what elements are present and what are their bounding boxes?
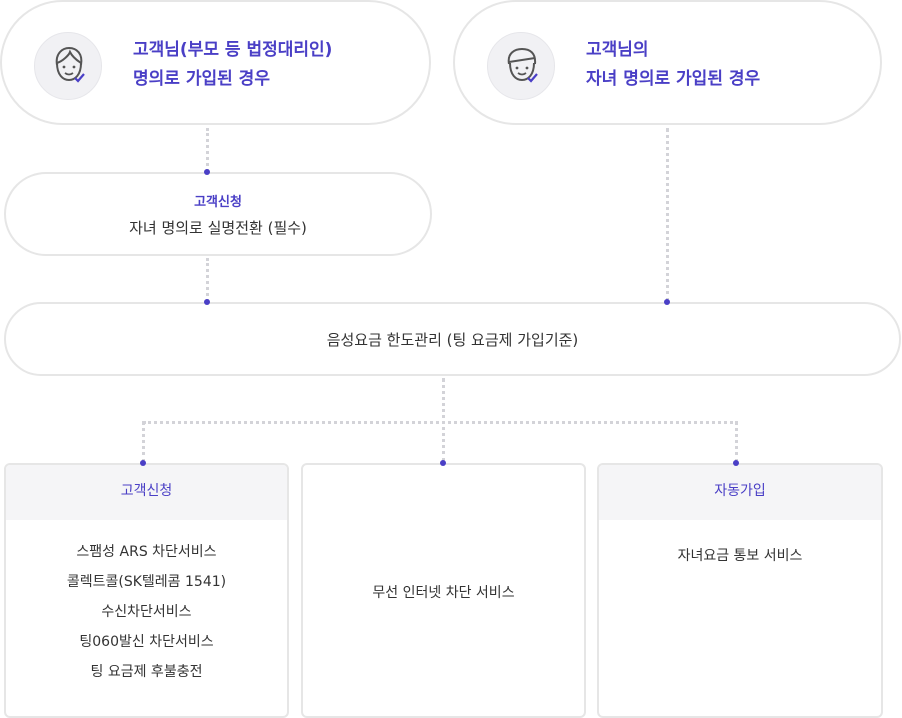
connector-dot	[204, 169, 210, 175]
service-list: 스팸성 ARS 차단서비스 콜렉트콜(SK텔레콤 1541) 수신차단서비스 팅…	[6, 520, 287, 687]
connector-branch-left	[142, 421, 145, 463]
list-item: 자녀요금 통보 서비스	[677, 548, 803, 564]
list-item: 수신차단서비스	[101, 604, 192, 620]
list-item: 팅060발신 차단서비스	[79, 634, 214, 650]
list-item: 스팸성 ARS 차단서비스	[76, 544, 217, 560]
list-item: 무선 인터넷 차단 서비스	[372, 585, 515, 601]
case-child-line1: 고객님의	[586, 40, 649, 60]
connector-right	[666, 128, 669, 302]
case-parent-pill: 고객님(부모 등 법정대리인) 명의로 가입된 경우	[0, 0, 431, 125]
connector-dot	[140, 460, 146, 466]
service-box-internet: 무선 인터넷 차단 서비스	[301, 463, 586, 718]
case-parent-text: 고객님(부모 등 법정대리인) 명의로 가입된 경우	[133, 36, 332, 94]
connector-left-top	[206, 128, 209, 172]
connector-dot	[664, 299, 670, 305]
box-header: 자동가입	[599, 465, 881, 520]
avatar	[487, 32, 555, 100]
service-box-auto: 자동가입 자녀요금 통보 서비스	[597, 463, 883, 718]
connector-dot	[204, 299, 210, 305]
name-transfer-text: 자녀 명의로 실명전환 (필수)	[129, 219, 307, 237]
list-item: 콜렉트콜(SK텔레콤 1541)	[66, 574, 227, 590]
voice-limit-text: 음성요금 한도관리 (팅 요금제 가입기준)	[326, 331, 579, 349]
case-child-line2: 자녀 명의로 가입된 경우	[586, 69, 761, 89]
person-check-icon	[507, 47, 538, 83]
connector-dot	[733, 460, 739, 466]
connector-center-down	[442, 378, 445, 462]
case-child-text: 고객님의 자녀 명의로 가입된 경우	[586, 36, 760, 94]
connector-horizontal	[143, 421, 738, 424]
case-child-pill: 고객님의 자녀 명의로 가입된 경우	[453, 0, 882, 125]
service-list: 자녀요금 통보 서비스	[599, 520, 881, 571]
connector-branch-right	[735, 421, 738, 463]
name-transfer-pill: 고객신청 자녀 명의로 실명전환 (필수)	[4, 172, 432, 256]
box-header: 고객신청	[6, 465, 287, 520]
name-transfer-tag: 고객신청	[194, 195, 242, 210]
list-item: 팅 요금제 후불충전	[90, 664, 203, 680]
service-box-customer: 고객신청 스팸성 ARS 차단서비스 콜렉트콜(SK텔레콤 1541) 수신차단…	[4, 463, 289, 718]
case-parent-line2: 명의로 가입된 경우	[133, 69, 270, 89]
avatar	[34, 32, 102, 100]
connector-left-mid	[206, 258, 209, 302]
voice-limit-bar: 음성요금 한도관리 (팅 요금제 가입기준)	[4, 302, 901, 376]
case-parent-line1: 고객님(부모 등 법정대리인)	[133, 40, 333, 60]
connector-dot	[440, 460, 446, 466]
person-check-icon	[55, 46, 85, 83]
service-list: 무선 인터넷 차단 서비스	[303, 465, 584, 608]
